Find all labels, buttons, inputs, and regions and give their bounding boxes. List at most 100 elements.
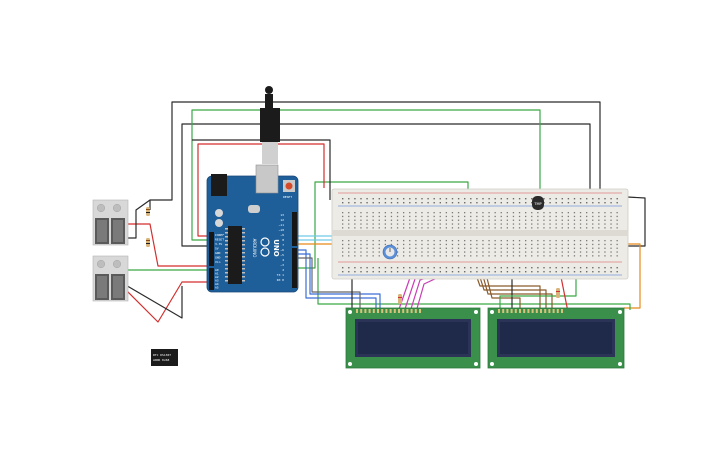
rail-hole: [482, 267, 484, 269]
rail-hole: [616, 267, 618, 269]
terminal-hole: [512, 251, 515, 253]
terminal-hole: [457, 215, 460, 218]
wire-red-relay1[interactable]: [128, 223, 208, 267]
rail-hole: [573, 202, 576, 204]
terminal-hole: [427, 251, 429, 253]
wire-blue-2[interactable]: [296, 253, 381, 312]
terminal-hole: [494, 223, 496, 225]
wire-black-relay2[interactable]: [123, 283, 183, 319]
lcd-pin: [531, 309, 534, 313]
terminal-hole: [592, 215, 594, 218]
terminal-hole: [421, 240, 423, 242]
wire-green-lcd2[interactable]: [499, 272, 577, 312]
terminal-hole: [433, 255, 435, 257]
terminal-hole: [421, 215, 423, 218]
lcd-display-right[interactable]: [487, 307, 625, 369]
digital-pin-label: ~9: [280, 233, 284, 237]
rail-hole: [555, 271, 557, 273]
power-jack: [211, 174, 227, 196]
terminal-hole: [506, 243, 508, 246]
small-module[interactable]: RTC DS1307 ADDR 0x68: [151, 349, 178, 366]
terminal-hole: [518, 227, 521, 229]
terminal-hole: [586, 212, 588, 214]
terminal-hole: [543, 212, 545, 214]
terminal-hole: [586, 227, 588, 229]
resistor-3[interactable]: [398, 294, 402, 304]
terminal-hole: [598, 251, 600, 253]
terminal-hole: [555, 240, 557, 242]
terminal-hole: [384, 240, 386, 242]
digital-pin-label: 8: [282, 238, 284, 242]
wire-red-top[interactable]: [197, 143, 325, 237]
wire-blue-1[interactable]: [296, 249, 377, 312]
chip-leg: [225, 232, 228, 234]
resistor-4[interactable]: [556, 288, 560, 298]
terminal-hole: [561, 255, 563, 257]
rail-hole: [378, 198, 380, 200]
reset-label: RESET: [283, 195, 292, 199]
terminal-hole: [579, 240, 582, 242]
rail-hole: [476, 198, 478, 200]
wire-black-mid[interactable]: [192, 139, 331, 200]
rail-hole: [531, 267, 533, 269]
terminal-hole: [494, 227, 496, 229]
rail-hole: [457, 198, 460, 200]
terminal-hole: [360, 243, 362, 246]
terminal-hole: [427, 240, 429, 242]
rail-hole: [403, 267, 405, 269]
rail-hole: [439, 202, 441, 204]
relay-module-2[interactable]: [92, 255, 129, 302]
rail-hole: [470, 267, 472, 269]
terminal-hole: [384, 227, 386, 229]
digital-pin-label: TX 1: [277, 273, 284, 277]
resistor-2[interactable]: [146, 238, 150, 247]
terminal-hole: [537, 240, 539, 242]
terminal-hole: [409, 227, 411, 229]
terminal-hole: [604, 247, 606, 249]
wire-black-relay1[interactable]: [128, 199, 151, 239]
rail-hole: [378, 271, 380, 273]
terminal-hole: [439, 223, 441, 225]
terminal-hole: [354, 247, 356, 249]
terminal-hole: [512, 219, 515, 221]
wire-grey-1[interactable]: [296, 257, 361, 312]
terminal-hole: [518, 240, 521, 242]
resistor-1[interactable]: [146, 207, 150, 216]
rail-hole: [476, 271, 478, 273]
rail-hole: [421, 202, 423, 204]
rail-hole: [561, 271, 563, 273]
temperature-sensor[interactable]: TMP: [532, 196, 544, 210]
terminal-hole: [531, 240, 533, 242]
terminal-hole: [439, 215, 441, 218]
wire-black-top[interactable]: [149, 101, 601, 210]
rail-hole: [390, 267, 393, 269]
terminal-hole: [604, 251, 606, 253]
potentiometer[interactable]: [382, 244, 398, 260]
terminal-hole: [378, 255, 380, 257]
terminal-hole: [396, 215, 399, 218]
digital-pin-label: ~5: [280, 253, 284, 257]
relay-module-1[interactable]: [92, 199, 129, 246]
terminal-hole: [354, 243, 356, 246]
wire-black-top-2[interactable]: [181, 123, 591, 247]
terminal-hole: [616, 223, 618, 225]
digital-pin-label: ~10: [279, 228, 285, 232]
rail-hole: [464, 267, 466, 269]
rail-hole: [372, 267, 374, 269]
rail-hole: [445, 202, 448, 204]
breadboard-holes: [342, 198, 618, 273]
wire-green-top[interactable]: [191, 109, 541, 241]
terminal-hole: [604, 243, 606, 246]
wire-red-relay2[interactable]: [123, 281, 208, 323]
terminal-hole: [549, 215, 551, 218]
wire-green-bottom[interactable]: [317, 258, 631, 310]
terminal-hole: [512, 215, 515, 218]
terminal-hole: [506, 212, 508, 214]
terminal-hole: [506, 223, 508, 225]
terminal-hole: [409, 251, 411, 253]
terminal-hole: [439, 247, 441, 249]
arduino-uno[interactable]: ARDUINO UNO RESET IOREFRESET3.3V5VGNDGND…: [206, 164, 299, 293]
breadboard[interactable]: [331, 188, 629, 280]
lcd-display-left[interactable]: [345, 307, 481, 369]
